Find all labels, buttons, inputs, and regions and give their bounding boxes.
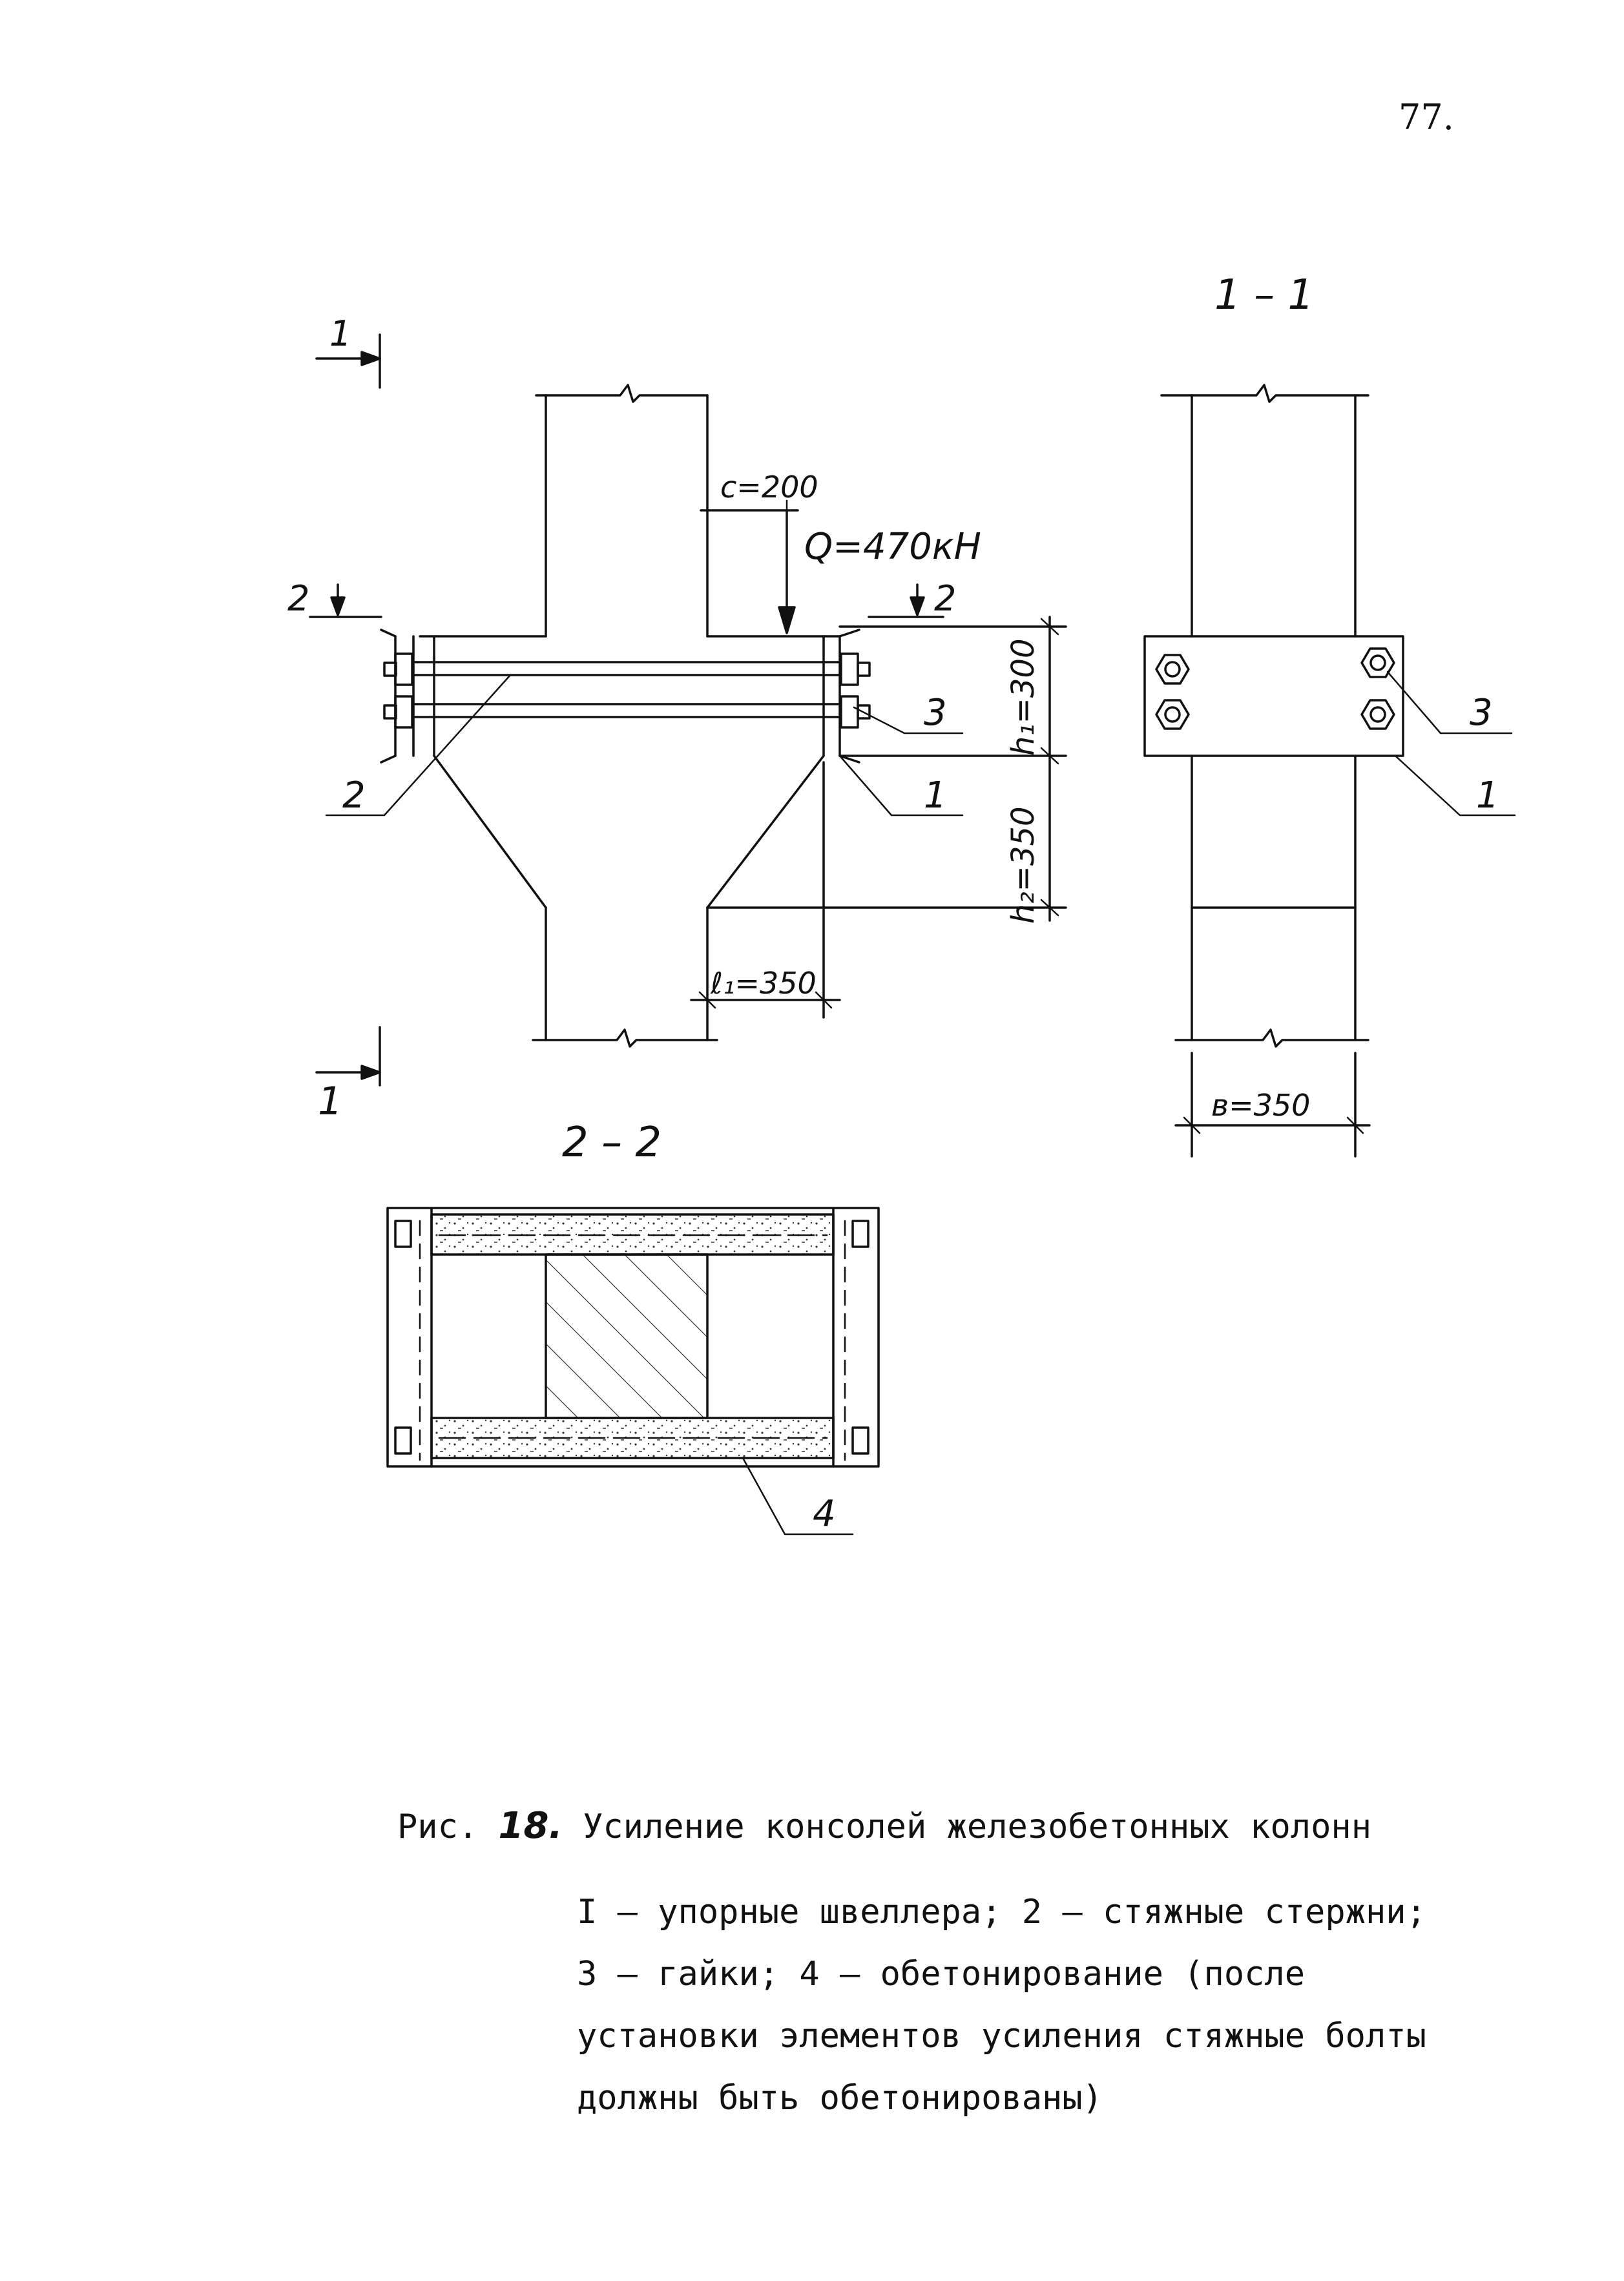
caption-prefix: Рис.: [397, 1807, 479, 1846]
figure-caption: Рис. 18. Усиление консолей железобетонны…: [397, 1796, 1371, 1857]
label-dim-l1: ℓ₁=350: [710, 966, 817, 1001]
section-marker-2: [309, 583, 944, 618]
label-dim-h2: h₂=350: [1005, 807, 1041, 924]
section-2-2-view: [386, 1207, 880, 1536]
figure-legend: I – упорные швеллера; 2 – стяжные стержн…: [577, 1881, 1546, 2129]
callout-3-section: 3: [1470, 692, 1493, 734]
label-cut-2-right: 2: [934, 578, 956, 619]
callout-3: 3: [924, 692, 947, 734]
section-marker-1: [315, 333, 381, 1087]
load-arrow: [778, 509, 796, 634]
section-1-1-view: [1143, 384, 1516, 1158]
dimension-h: [706, 616, 1067, 922]
label-cut-1-bottom: 1: [318, 1079, 342, 1124]
label-cut-2-left: 2: [287, 578, 309, 619]
page-number: 77.: [1399, 97, 1454, 138]
dimension-c: [700, 499, 799, 521]
label-section-1-1: 1 – 1: [1214, 271, 1314, 319]
elevation-view: [380, 384, 871, 1048]
dimension-l1: [690, 761, 841, 1019]
callout-1-section: 1: [1476, 775, 1499, 817]
legend-line: 3 – гайки; 4 – обетонирование (после: [577, 1955, 1306, 1994]
caption-title: Усиление консолей железобетонных колонн: [583, 1807, 1372, 1846]
callout-1: 1: [924, 775, 947, 817]
label-dim-h1: h₁=300: [1005, 639, 1041, 756]
callout-2: 2: [342, 775, 366, 817]
callout-leaders-elevation: [325, 674, 964, 817]
label-dim-c: c=200: [720, 470, 818, 505]
label-cut-1-top: 1: [329, 313, 351, 354]
legend-line: должны быть обетонированы): [577, 2079, 1103, 2118]
label-dim-b: в=350: [1211, 1088, 1310, 1123]
label-load-q: Q=470кН: [804, 526, 981, 568]
legend-line: установки элементов усиления стяжные бол…: [577, 2017, 1426, 2056]
legend-line: I – упорные швеллера; 2 – стяжные стержн…: [577, 1893, 1426, 1932]
callout-4: 4: [813, 1493, 836, 1535]
label-section-2-2: 2 – 2: [562, 1119, 661, 1167]
caption-figure-number: 18.: [498, 1805, 563, 1847]
